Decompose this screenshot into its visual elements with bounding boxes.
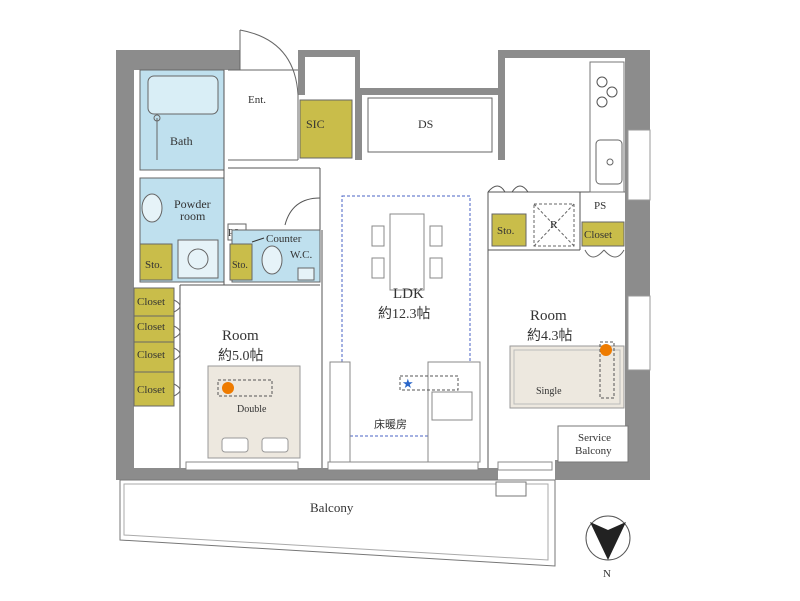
- dining-table: [371, 213, 443, 291]
- room-east-label: Room: [530, 308, 567, 324]
- fridge-label: R: [550, 219, 558, 231]
- sink-icon: [141, 193, 163, 223]
- powder-room-label-2: room: [180, 209, 206, 223]
- storage-right-label: Sto.: [497, 225, 515, 237]
- bath-label: Bath: [170, 134, 193, 148]
- outlet-marker-west: [222, 382, 234, 394]
- wc-sink: [297, 267, 315, 281]
- ds-label: DS: [418, 117, 433, 131]
- ldk-size: 約12.3帖: [378, 306, 431, 322]
- room-east-size: 約4.3帖: [527, 328, 573, 344]
- sofa: [427, 361, 481, 463]
- outlet-marker-east: [600, 344, 612, 356]
- single-bed: [509, 345, 625, 409]
- wc-label: W.C.: [290, 249, 312, 261]
- sash-windows: [185, 461, 553, 471]
- closet-label-3: Closet: [137, 349, 165, 361]
- bed-double-label: Double: [237, 404, 267, 415]
- star-marker-icon: ★: [402, 377, 414, 392]
- balcony: [119, 479, 556, 567]
- fridge-space: [533, 203, 575, 247]
- bed-single-label: Single: [536, 386, 562, 397]
- compass-label: N: [603, 568, 611, 580]
- service-balcony: [557, 425, 629, 463]
- service-balcony-label-1: Service: [578, 432, 611, 444]
- floor-heating-label: 床暖房: [374, 417, 407, 431]
- closets-west: Closet Closet Closet Closet: [133, 287, 181, 407]
- closet-label-1: Closet: [137, 296, 165, 308]
- interior-walls: [179, 70, 625, 468]
- kitchen-sink: [595, 139, 623, 185]
- storage-right: [491, 213, 527, 247]
- room-west-label: Room: [222, 328, 259, 344]
- ds-storage: [367, 97, 493, 153]
- storage-left: [139, 243, 173, 281]
- storage-wc: [229, 243, 253, 281]
- ps-right-label: PS: [594, 200, 606, 212]
- service-balcony-label-2: Balcony: [575, 445, 612, 457]
- closet-label-2: Closet: [137, 321, 165, 333]
- storage-wc-label: Sto.: [232, 260, 248, 271]
- toilet-icon: [261, 245, 283, 275]
- exterior-walls: [116, 50, 651, 480]
- ldk-label: LDK: [393, 286, 424, 302]
- sic-label: SIC: [306, 117, 325, 131]
- entrance-label: Ent.: [248, 94, 266, 106]
- balcony-label: Balcony: [310, 500, 354, 515]
- bathtub: [147, 75, 219, 115]
- stove-icon: [596, 76, 618, 108]
- storage-left-label: Sto.: [145, 259, 163, 271]
- room-west-size: 約5.0帖: [218, 348, 264, 364]
- washer-icon: [177, 239, 219, 279]
- powder-room-label-1: Powder: [174, 197, 211, 211]
- closet-label-4: Closet: [137, 384, 165, 396]
- shoe-closet: [299, 99, 353, 159]
- tv-board: [329, 361, 351, 463]
- north-compass-icon: N: [585, 515, 631, 580]
- closet-right: [581, 221, 625, 247]
- counter-label: Counter: [266, 233, 302, 245]
- floor-heating-zone: [341, 195, 471, 437]
- closet-right-label: Closet: [584, 229, 612, 241]
